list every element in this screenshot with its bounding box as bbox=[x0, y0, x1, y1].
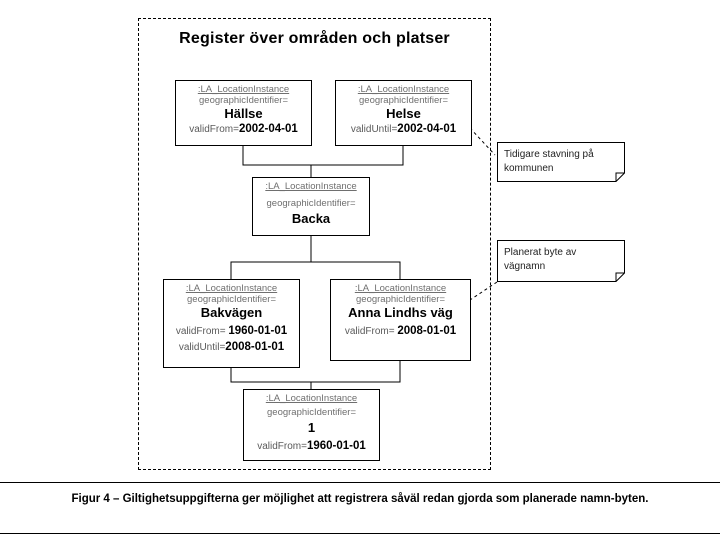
uml-validity-value: 2008-01-01 bbox=[397, 324, 457, 337]
uml-object-name: 1 bbox=[307, 420, 316, 436]
uml-attribute-label: geographicIdentifier= bbox=[187, 293, 276, 305]
uml-validity-line: validFrom= 2008-01-01 bbox=[331, 325, 470, 338]
uml-object-bakvagen[interactable]: :LA_LocationInstance geographicIdentifie… bbox=[163, 279, 300, 368]
uml-object-one[interactable]: :LA_LocationInstance geographicIdentifie… bbox=[243, 389, 380, 461]
diagram-frame bbox=[138, 18, 491, 470]
uml-header: :LA_LocationInstance bbox=[265, 393, 358, 404]
uml-header: :LA_LocationInstance bbox=[265, 181, 357, 192]
uml-object-name: Hällse bbox=[224, 106, 263, 122]
uml-validity-label: validFrom= bbox=[175, 325, 226, 337]
uml-attribute-label: geographicIdentifier= bbox=[199, 94, 288, 106]
note-planerat-byte[interactable]: Planerat byte av vägnamn bbox=[497, 240, 625, 282]
uml-validity-line: validUntil=2008-01-01 bbox=[164, 341, 299, 354]
uml-validity-value: 1960-01-01 bbox=[306, 439, 366, 452]
uml-object-name: Helse bbox=[386, 106, 421, 122]
uml-header: :LA_LocationInstance bbox=[197, 84, 290, 95]
uml-attribute-label: geographicIdentifier= bbox=[359, 94, 448, 106]
uml-validity-label: validFrom= bbox=[189, 123, 239, 135]
uml-object-helse[interactable]: :LA_LocationInstance geographicIdentifie… bbox=[335, 80, 472, 146]
uml-object-anna-lindhs-vag[interactable]: :LA_LocationInstance geographicIdentifie… bbox=[330, 279, 471, 361]
uml-validity-value: 2002-04-01 bbox=[238, 122, 298, 135]
uml-validity-line: validUntil=2002-04-01 bbox=[336, 123, 471, 136]
uml-validity-value: 1960-01-01 bbox=[228, 324, 288, 337]
note-text: Tidigare stavning på kommunen bbox=[504, 149, 594, 174]
caption-divider-bottom bbox=[0, 533, 720, 534]
note-tidigare-stavning[interactable]: Tidigare stavning på kommunen bbox=[497, 142, 625, 182]
uml-object-backa[interactable]: :LA_LocationInstance geographicIdentifie… bbox=[252, 177, 370, 236]
uml-validity-label: validUntil= bbox=[178, 341, 226, 353]
uml-object-name: Backa bbox=[291, 211, 331, 227]
uml-header: :LA_LocationInstance bbox=[354, 283, 447, 294]
uml-object-hallse[interactable]: :LA_LocationInstance geographicIdentifie… bbox=[175, 80, 312, 146]
uml-header: :LA_LocationInstance bbox=[185, 283, 278, 294]
uml-validity-label: validFrom= bbox=[344, 325, 395, 337]
note-shape bbox=[497, 142, 625, 182]
note-shape bbox=[497, 240, 625, 282]
caption-divider-top bbox=[0, 482, 720, 483]
uml-attribute-label: geographicIdentifier= bbox=[356, 293, 445, 305]
uml-validity-label: validFrom= bbox=[257, 440, 307, 452]
uml-validity-line: validFrom=2002-04-01 bbox=[176, 123, 311, 136]
uml-object-name: Bakvägen bbox=[200, 305, 263, 321]
uml-validity-line: validFrom=1960-01-01 bbox=[244, 440, 379, 453]
uml-header: :LA_LocationInstance bbox=[357, 84, 450, 95]
uml-attribute-label: geographicIdentifier= bbox=[266, 197, 356, 209]
uml-attribute-label: geographicIdentifier= bbox=[267, 406, 356, 418]
uml-object-name: Anna Lindhs väg bbox=[348, 305, 453, 321]
uml-validity-value: 2002-04-01 bbox=[397, 122, 457, 135]
note-text: Planerat byte av vägnamn bbox=[504, 247, 577, 272]
uml-validity-label: validUntil= bbox=[350, 123, 398, 135]
figure-caption: Figur 4 – Giltighetsuppgifterna ger möjl… bbox=[71, 493, 649, 505]
diagram-title: Register över områden och platser bbox=[179, 30, 450, 47]
uml-validity-line: validFrom= 1960-01-01 bbox=[164, 325, 299, 338]
uml-validity-value: 2008-01-01 bbox=[225, 340, 285, 353]
